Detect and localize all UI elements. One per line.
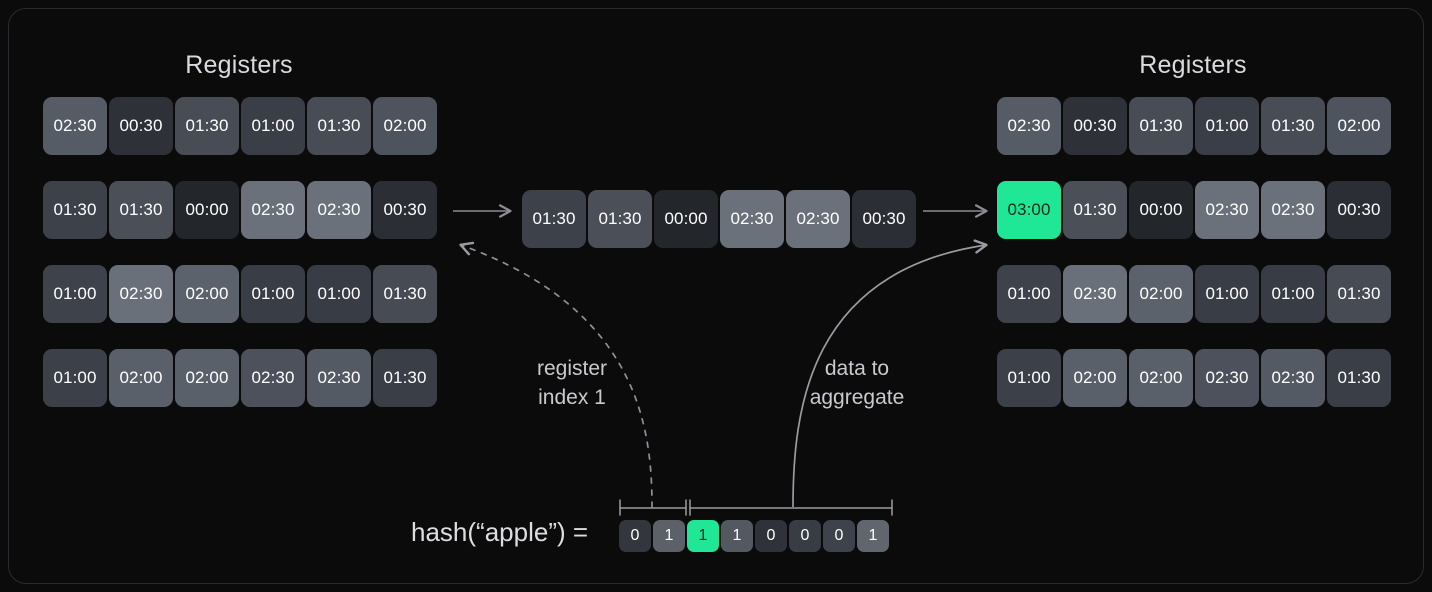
register-cell: 00:00 <box>1129 181 1193 239</box>
register-cell: 03:00 <box>997 181 1061 239</box>
register-cell: 02:00 <box>175 349 239 407</box>
register-cell: 02:00 <box>1063 349 1127 407</box>
hash-bit: 1 <box>857 520 889 552</box>
hash-bit: 0 <box>619 520 651 552</box>
hash-bit: 0 <box>755 520 787 552</box>
selected-register-cell: 02:30 <box>720 190 784 248</box>
register-cell: 02:30 <box>997 97 1061 155</box>
register-cell: 02:30 <box>1261 349 1325 407</box>
hash-bit: 0 <box>823 520 855 552</box>
register-cell: 02:30 <box>307 349 371 407</box>
register-cell: 02:30 <box>1261 181 1325 239</box>
register-cell: 02:30 <box>1195 181 1259 239</box>
hash-expression-label: hash(“apple”) = <box>411 517 589 547</box>
register-cell: 02:00 <box>1129 349 1193 407</box>
register-cell: 01:00 <box>241 265 305 323</box>
connector-overlay <box>453 204 988 516</box>
selected-register-cell: 01:30 <box>522 190 586 248</box>
register-cell: 02:30 <box>307 181 371 239</box>
register-cell: 01:30 <box>1129 97 1193 155</box>
hash-bit: 1 <box>721 520 753 552</box>
data-to-aggregate-annotation: data to aggregate <box>809 357 905 409</box>
hash-bit: 1 <box>687 520 719 552</box>
hash-bit: 0 <box>789 520 821 552</box>
register-cell: 00:30 <box>1327 181 1391 239</box>
register-cell: 02:00 <box>1129 265 1193 323</box>
register-cell: 01:00 <box>997 349 1061 407</box>
register-cell: 00:30 <box>1063 97 1127 155</box>
register-cell: 01:30 <box>109 181 173 239</box>
bracket-data-span <box>689 499 893 516</box>
register-cell: 02:30 <box>1195 349 1259 407</box>
register-cell: 01:30 <box>1327 265 1391 323</box>
register-cell: 01:30 <box>43 181 107 239</box>
register-cell: 02:30 <box>43 97 107 155</box>
register-cell: 02:30 <box>241 349 305 407</box>
register-cell: 01:30 <box>1327 349 1391 407</box>
register-cell: 01:00 <box>997 265 1061 323</box>
selected-register-cell: 02:30 <box>786 190 850 248</box>
register-cell: 01:00 <box>43 349 107 407</box>
register-cell: 02:00 <box>1327 97 1391 155</box>
register-cell: 01:00 <box>1195 97 1259 155</box>
register-cell: 00:30 <box>109 97 173 155</box>
register-cell: 01:30 <box>373 349 437 407</box>
right-registers-title: Registers <box>1139 51 1247 79</box>
left-registers-title: Registers <box>185 51 293 79</box>
register-cell: 01:30 <box>307 97 371 155</box>
register-cell: 01:00 <box>241 97 305 155</box>
register-cell: 00:00 <box>175 181 239 239</box>
register-cell: 01:00 <box>307 265 371 323</box>
selected-register-cell: 00:00 <box>654 190 718 248</box>
register-cell: 01:00 <box>1195 265 1259 323</box>
register-cell: 02:30 <box>241 181 305 239</box>
register-cell: 01:30 <box>373 265 437 323</box>
register-cell: 02:00 <box>175 265 239 323</box>
selected-register-cell: 00:30 <box>852 190 916 248</box>
bracket-index-span <box>619 499 687 516</box>
register-index-annotation: register index 1 <box>536 357 608 409</box>
register-cell: 01:00 <box>43 265 107 323</box>
register-cell: 02:30 <box>1063 265 1127 323</box>
register-cell: 00:30 <box>373 181 437 239</box>
register-cell: 01:30 <box>1063 181 1127 239</box>
register-cell: 02:30 <box>109 265 173 323</box>
register-cell: 02:00 <box>109 349 173 407</box>
selected-register-cell: 01:30 <box>588 190 652 248</box>
register-cell: 01:30 <box>175 97 239 155</box>
hash-bit: 1 <box>653 520 685 552</box>
register-cell: 01:00 <box>1261 265 1325 323</box>
solid-data-connector <box>792 239 988 508</box>
register-cell: 02:00 <box>373 97 437 155</box>
register-cell: 01:30 <box>1261 97 1325 155</box>
